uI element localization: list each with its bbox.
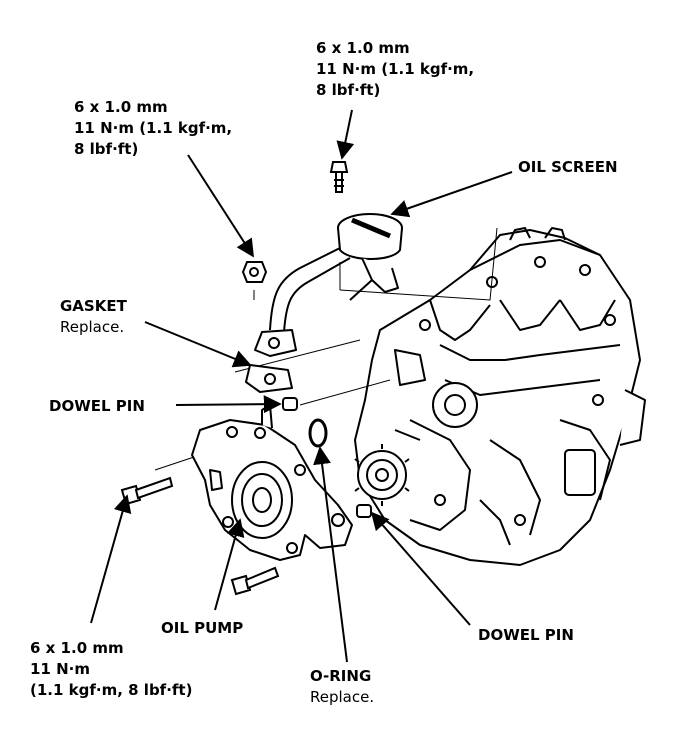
oil-screen-pipe — [254, 247, 351, 357]
dowel-pin-left-part — [282, 397, 298, 411]
o-ring-note: Replace. — [310, 688, 375, 706]
gasket — [245, 364, 293, 393]
gasket-label: GASKET Replace. — [60, 296, 127, 338]
o-ring-name: O-RING — [310, 667, 372, 685]
oil-pump — [191, 404, 353, 561]
left-bolt-size: 6 x 1.0 mm — [74, 98, 168, 116]
gasket-name: GASKET — [60, 297, 127, 315]
engine-block — [354, 227, 646, 566]
left-bolt-callout: 6 x 1.0 mm 11 N·m (1.1 kgf·m, 8 lbf·ft) — [74, 97, 232, 160]
top-bolt-torque-cont: 8 lbf·ft) — [316, 81, 381, 99]
pump-bolt-upper — [120, 476, 174, 506]
pipe-nut — [241, 261, 268, 283]
bottom-bolt-torque: 11 N·m — [30, 660, 90, 678]
o-ring-label: O-RING Replace. — [310, 666, 374, 708]
dowel-pin-right-name: DOWEL PIN — [478, 626, 574, 644]
left-bolt-torque: 11 N·m (1.1 kgf·m, — [74, 119, 233, 137]
top-bolt-size: 6 x 1.0 mm — [316, 39, 410, 57]
dowel-pin-left-name: DOWEL PIN — [49, 397, 145, 415]
bottom-bolt-torque-cont: (1.1 kgf·m, 8 lbf·ft) — [30, 681, 193, 699]
gasket-note: Replace. — [60, 318, 125, 336]
dowel-pin-left-label: DOWEL PIN — [49, 396, 145, 417]
pump-bolt-lower — [230, 566, 280, 596]
bottom-bolt-size: 6 x 1.0 mm — [30, 639, 124, 657]
dowel-pin-right-label: DOWEL PIN — [478, 625, 574, 646]
oil-screen — [337, 213, 403, 301]
left-bolt-torque-cont: 8 lbf·ft) — [74, 140, 139, 158]
o-ring-part — [308, 418, 328, 448]
oil-screen-label: OIL SCREEN — [518, 157, 618, 178]
oil-pump-label: OIL PUMP — [161, 618, 243, 639]
dowel-pin-right-part — [356, 504, 372, 518]
top-bolt-torque: 11 N·m (1.1 kgf·m, — [316, 60, 475, 78]
top-bolt-callout: 6 x 1.0 mm 11 N·m (1.1 kgf·m, 8 lbf·ft) — [316, 38, 474, 101]
bottom-bolt-callout: 6 x 1.0 mm 11 N·m (1.1 kgf·m, 8 lbf·ft) — [30, 638, 192, 701]
oil-pump-name: OIL PUMP — [161, 619, 244, 637]
oil-screen-name: OIL SCREEN — [518, 158, 618, 176]
leader-lines — [90, 109, 513, 663]
screen-bracket-bolt — [329, 161, 349, 193]
crank-sprocket — [354, 444, 410, 506]
